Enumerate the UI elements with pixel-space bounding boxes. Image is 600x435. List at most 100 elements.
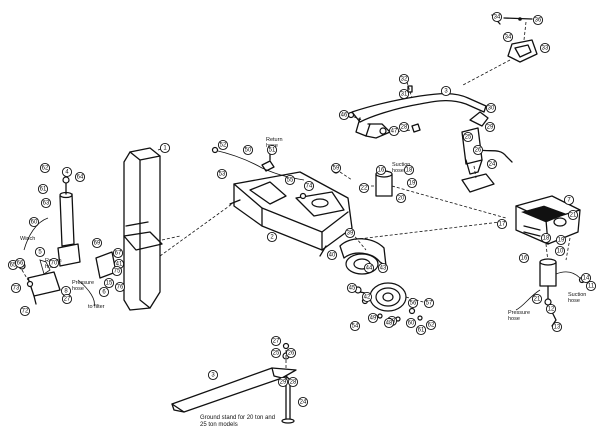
callout-73: 73 <box>10 282 22 294</box>
suction-hose-right-line1: Suction <box>568 292 586 298</box>
callout-34: 34 <box>502 31 514 43</box>
callout-number: 41 <box>116 261 123 267</box>
callout-14: 14 <box>580 272 592 284</box>
callout-number: 8 <box>64 288 68 294</box>
callout-number: 12 <box>548 306 555 312</box>
callout-number: 45 <box>349 285 356 291</box>
pressure-hose-right-line1: Pressure <box>508 310 530 316</box>
callout-3: 3 <box>207 369 219 381</box>
callout-number: 32 <box>401 76 408 82</box>
ground-stand-caption-line2: 25 ton models <box>200 422 238 428</box>
callout-16: 16 <box>518 252 530 264</box>
callout-48: 48 <box>383 317 395 329</box>
callout-number: 34 <box>494 14 501 20</box>
callout-number: 26 <box>475 147 482 153</box>
callout-number: 6 <box>102 289 106 295</box>
to-filter-label: to filter <box>88 304 105 310</box>
callout-20: 20 <box>395 192 407 204</box>
callout-number: 3 <box>211 372 215 378</box>
callout-number: 19 <box>558 237 565 243</box>
callout-number: 43 <box>380 265 387 271</box>
callout-56: 56 <box>407 297 419 309</box>
callout-69: 69 <box>91 237 103 249</box>
ground-stand-caption-line1: Ground stand for 20 ton and <box>200 415 275 421</box>
callout-number: 57 <box>426 300 433 306</box>
callout-19: 19 <box>555 234 567 246</box>
callout-number: 25 <box>465 134 472 140</box>
callout-3: 3 <box>440 85 452 97</box>
callout-13: 13 <box>551 321 563 333</box>
callout-number: 3 <box>444 88 448 94</box>
callout-number: 2 <box>270 234 274 240</box>
callout-66: 66 <box>14 257 26 269</box>
suction-hose-main-line1: Suction <box>392 162 410 168</box>
tank-assembly <box>211 146 507 275</box>
callout-number: 59 <box>333 165 340 171</box>
callout-6: 6 <box>98 286 110 298</box>
callout-number: 11 <box>588 283 595 289</box>
callout-number: 50 <box>245 147 252 153</box>
callout-number: 65 <box>10 262 17 268</box>
callout-34: 34 <box>491 11 503 23</box>
suction-hose-right-line2: hose <box>568 298 580 304</box>
callout-25: 25 <box>270 347 282 359</box>
callout-number: 21 <box>570 212 577 218</box>
callout-number: 46 <box>341 112 348 118</box>
callout-number: 53 <box>219 171 226 177</box>
callout-number: 56 <box>410 300 417 306</box>
callout-47: 47 <box>388 125 400 137</box>
callout-57: 57 <box>423 297 435 309</box>
callout-number: 4 <box>65 169 69 175</box>
callout-number: 75 <box>114 268 121 274</box>
callout-number: 34 <box>505 34 512 40</box>
callout-33: 33 <box>539 42 551 54</box>
callout-62: 62 <box>39 162 51 174</box>
callout-36: 36 <box>532 14 544 26</box>
callout-51: 51 <box>266 144 278 156</box>
callout-number: 44 <box>366 265 373 271</box>
callout-27: 27 <box>61 293 73 305</box>
callout-19: 19 <box>406 177 418 189</box>
callout-number: 18 <box>543 235 550 241</box>
callout-49: 49 <box>367 312 379 324</box>
callout-number: 27 <box>273 338 280 344</box>
callout-25: 25 <box>462 131 474 143</box>
callout-number: 62 <box>42 165 49 171</box>
callout-number: 17 <box>499 221 506 227</box>
callout-number: 13 <box>554 324 561 330</box>
callout-55: 55 <box>284 174 296 186</box>
callout-5: 5 <box>34 246 46 258</box>
callout-number: 25 <box>273 350 280 356</box>
callout-7: 7 <box>563 194 575 206</box>
callout-16: 16 <box>375 164 387 176</box>
callout-number: 60 <box>31 219 38 225</box>
engine-assembly <box>515 195 586 327</box>
pressure-hose-left-line2: hose <box>72 286 84 292</box>
callout-42: 42 <box>361 291 373 303</box>
callout-number: 29 <box>280 379 287 385</box>
callout-18: 18 <box>540 232 552 244</box>
callout-number: 55 <box>287 177 294 183</box>
callout-61: 61 <box>37 183 49 195</box>
callout-67: 67 <box>112 247 124 259</box>
callout-62: 62 <box>425 319 437 331</box>
callout-number: 24 <box>489 161 496 167</box>
callout-30: 30 <box>485 102 497 114</box>
callout-24: 24 <box>297 396 309 408</box>
callout-44: 44 <box>363 262 375 274</box>
callout-number: 54 <box>352 323 359 329</box>
callout-54: 54 <box>349 320 361 332</box>
callout-72: 72 <box>19 305 31 317</box>
callout-number: 73 <box>13 285 20 291</box>
callout-number: 74 <box>306 183 313 189</box>
callout-52: 52 <box>217 139 229 151</box>
callout-53: 53 <box>216 168 228 180</box>
callout-number: 18 <box>406 167 413 173</box>
callout-74: 74 <box>303 180 315 192</box>
callout-number: 61 <box>40 186 47 192</box>
callout-31: 31 <box>398 88 410 100</box>
callout-24: 24 <box>486 158 498 170</box>
suction-hose-main-line2: hose <box>392 168 404 174</box>
callout-10: 10 <box>554 245 566 257</box>
